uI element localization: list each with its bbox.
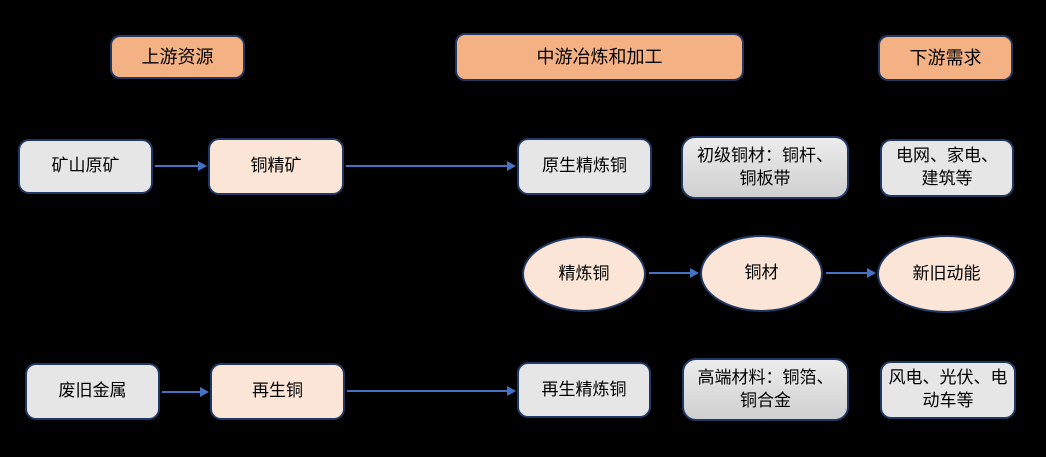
arrow-scrap-metal-to-recycled-copper-icon	[162, 387, 209, 397]
node-mine-ore: 矿山原矿	[18, 139, 153, 194]
node-copper-concentrate: 铜精矿	[208, 138, 344, 195]
arrow-refined-copper-to-copper-material-icon	[649, 268, 699, 278]
arrow-copper-concentrate-to-primary-refined-icon	[346, 161, 516, 171]
arrow-copper-material-to-new-old-growth-icon	[826, 268, 876, 278]
node-primary-products: 初级铜材：铜杆、铜板带	[681, 136, 849, 199]
node-recycled-refined-copper: 再生精炼铜	[517, 362, 651, 418]
header-midstream: 中游冶炼和加工	[455, 33, 744, 81]
node-copper-material: 铜材	[700, 235, 823, 312]
header-upstream: 上游资源	[110, 35, 245, 79]
node-primary-refined-copper: 原生精炼铜	[517, 138, 652, 195]
node-high-end-materials: 高端材料：铜箔、铜合金	[682, 358, 849, 421]
header-downstream: 下游需求	[878, 35, 1013, 81]
node-grid-appliance-demand: 电网、家电、建筑等	[880, 139, 1014, 197]
arrow-mine-ore-to-copper-concentrate-icon	[155, 161, 207, 171]
node-wind-solar-ev-demand: 风电、光伏、电动车等	[880, 361, 1016, 419]
node-new-old-growth: 新旧动能	[877, 235, 1016, 313]
node-scrap-metal: 废旧金属	[25, 363, 160, 420]
arrow-recycled-copper-to-recycled-refined-icon	[347, 386, 516, 396]
node-refined-copper: 精炼铜	[522, 236, 646, 312]
node-recycled-copper: 再生铜	[210, 363, 345, 420]
